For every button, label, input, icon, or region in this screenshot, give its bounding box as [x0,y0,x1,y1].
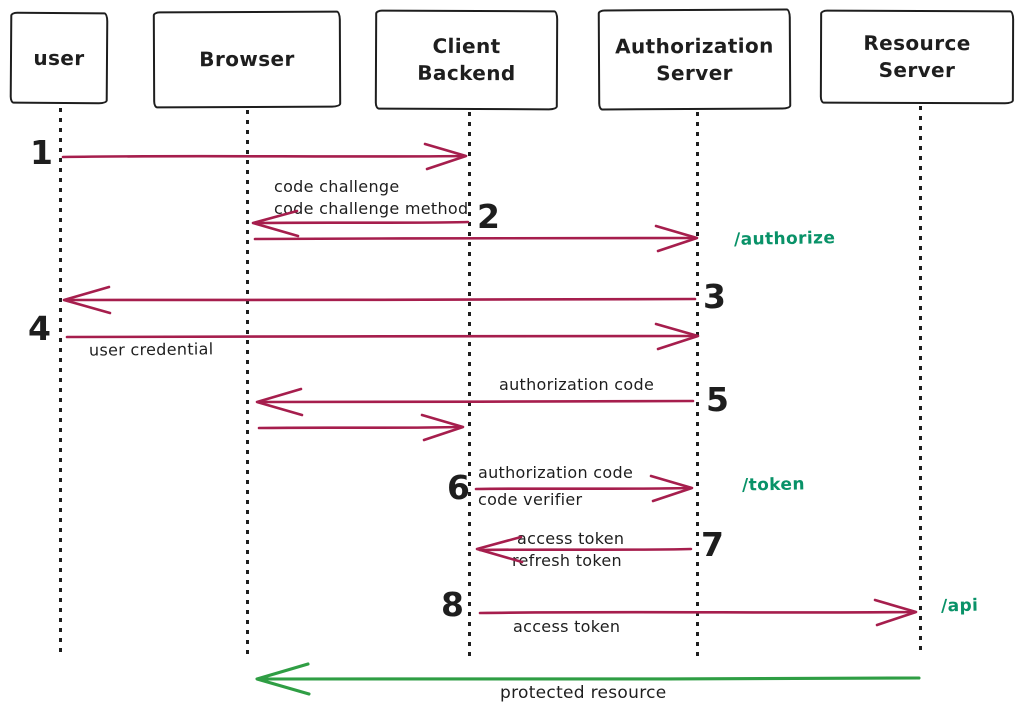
message-arrow-7-authserver-to-client [475,535,693,564]
endpoint-label-api: /api [940,595,979,617]
message-label-refresh-token: refresh token [512,551,622,570]
lifeline-user [59,108,62,656]
final-arrow-resource-to-browser [255,662,921,696]
step-number-5: 5 [706,380,730,419]
message-arrow-4-user-to-authserver [65,322,700,351]
message-label-code-challenge: code challenge [274,177,400,196]
actor-label-resource-server: Resource Server [863,30,971,83]
actor-box-browser: Browser [152,10,342,109]
message-label-authorization-code-2: authorization code [478,463,634,482]
message-arrow-1-user-to-client [61,142,468,171]
actor-box-client-backend: Client Backend [374,9,559,111]
actor-label-browser: Browser [199,46,295,72]
message-arrow-browser-to-client [257,413,465,442]
step-number-6: 6 [447,468,471,507]
endpoint-label-authorize: /authorize [733,228,836,250]
actor-box-authorization-server: Authorization Server [597,8,792,111]
message-arrow-5-authserver-to-browser [255,387,695,417]
message-label-code-challenge-method: code challenge method [274,199,469,218]
actor-label-user: user [33,45,85,70]
message-arrow-3-authserver-to-user [62,285,697,315]
actor-label-authorization-server: Authorization Server [615,33,774,85]
step-number-2: 2 [477,197,501,236]
step-number-8: 8 [441,585,465,624]
endpoint-label-token: /token [741,474,806,496]
step-number-7: 7 [701,525,725,564]
lifeline-resource-server [919,106,922,656]
message-arrow-8-client-to-resource [478,598,918,627]
step-number-4: 4 [28,309,52,348]
final-label-protected-resource: protected resource [500,683,667,703]
message-label-code-verifier: code verifier [478,490,583,509]
message-label-user-credential: user credential [88,339,214,360]
actor-box-resource-server: Resource Server [819,9,1015,105]
lifeline-authorization-server [696,112,699,656]
message-arrow-browser-to-authserver [253,224,699,253]
message-arrow-2-client-to-browser [251,209,470,238]
step-number-3: 3 [703,277,727,316]
lifeline-client-backend [468,112,471,656]
message-label-access-token: access token [517,529,625,548]
message-label-authorization-code: authorization code [499,375,655,394]
message-arrow-6-client-to-authserver [474,474,694,503]
message-label-access-token-2: access token [513,617,621,636]
actor-label-client-backend: Client Backend [417,33,516,86]
actor-box-user: user [9,11,109,105]
step-number-1: 1 [30,133,54,172]
lifeline-browser [246,110,249,656]
